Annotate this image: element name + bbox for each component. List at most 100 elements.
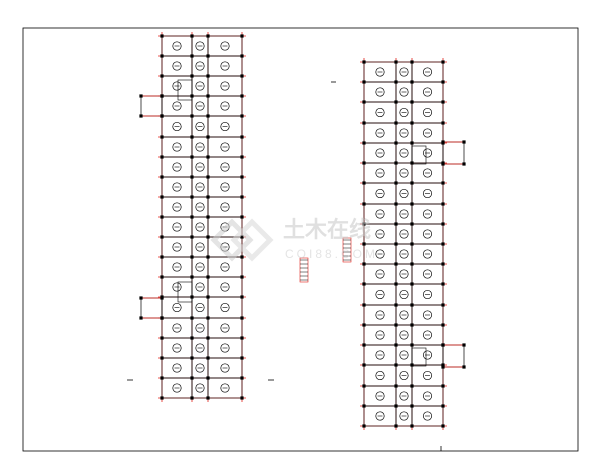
right-column bbox=[410, 303, 414, 307]
right-column bbox=[441, 222, 445, 226]
left-column bbox=[190, 275, 194, 279]
left-column bbox=[160, 94, 164, 98]
right-column bbox=[362, 282, 366, 286]
left-column bbox=[190, 175, 194, 179]
left-column bbox=[160, 275, 164, 279]
left-column bbox=[240, 376, 244, 380]
left-column bbox=[206, 235, 210, 239]
left-column bbox=[160, 376, 164, 380]
right-stair-box bbox=[411, 145, 427, 165]
left-column bbox=[190, 215, 194, 219]
left-column bbox=[190, 316, 194, 320]
left-column bbox=[206, 376, 210, 380]
right-column bbox=[410, 282, 414, 286]
left-column bbox=[190, 195, 194, 199]
left-column bbox=[160, 34, 164, 38]
right-column bbox=[362, 323, 366, 327]
right-column bbox=[362, 262, 366, 266]
left-column bbox=[240, 34, 244, 38]
right-column bbox=[410, 384, 414, 388]
left-column bbox=[160, 356, 164, 360]
right-column bbox=[394, 161, 398, 165]
left-column bbox=[206, 74, 210, 78]
left-column bbox=[206, 275, 210, 279]
right-column bbox=[441, 282, 445, 286]
left-column bbox=[206, 255, 210, 259]
watermark-text: 土木在线 bbox=[283, 217, 371, 242]
left-room bbox=[207, 377, 243, 399]
left-column bbox=[206, 94, 210, 98]
right-column bbox=[441, 424, 445, 428]
right-column bbox=[410, 424, 414, 428]
right-column bbox=[394, 282, 398, 286]
left-column bbox=[160, 74, 164, 78]
right-column bbox=[362, 60, 366, 64]
left-column bbox=[160, 135, 164, 139]
left-column bbox=[240, 195, 244, 199]
left-column bbox=[240, 94, 244, 98]
right-column bbox=[462, 162, 466, 166]
watermark-logo-icon bbox=[210, 218, 274, 262]
left-column bbox=[160, 255, 164, 259]
right-column bbox=[441, 202, 445, 206]
right-column bbox=[462, 140, 466, 144]
right-column bbox=[394, 363, 398, 367]
left-column bbox=[139, 296, 143, 300]
right-column bbox=[362, 343, 366, 347]
left-column bbox=[139, 94, 143, 98]
right-column bbox=[394, 80, 398, 84]
left-column bbox=[160, 336, 164, 340]
left-column bbox=[206, 155, 210, 159]
left-column bbox=[240, 155, 244, 159]
right-column bbox=[362, 424, 366, 428]
left-column bbox=[160, 296, 164, 300]
left-column bbox=[206, 135, 210, 139]
right-column bbox=[362, 202, 366, 206]
right-column bbox=[394, 141, 398, 145]
left-column bbox=[240, 295, 244, 299]
right-column bbox=[394, 323, 398, 327]
right-column bbox=[394, 100, 398, 104]
watermark: 土木在线 COI88.COM bbox=[210, 217, 378, 262]
right-column bbox=[394, 343, 398, 347]
left-column bbox=[240, 275, 244, 279]
left-column bbox=[206, 54, 210, 58]
right-column bbox=[394, 262, 398, 266]
watermark-subtext: COI88.COM bbox=[285, 247, 378, 261]
right-column bbox=[462, 343, 466, 347]
left-column bbox=[190, 235, 194, 239]
right-room bbox=[411, 405, 444, 427]
right-column bbox=[394, 222, 398, 226]
left-column bbox=[160, 215, 164, 219]
right-column bbox=[441, 60, 445, 64]
left-column bbox=[240, 54, 244, 58]
left-column bbox=[206, 34, 210, 38]
left-column bbox=[190, 396, 194, 400]
left-column bbox=[160, 195, 164, 199]
right-column bbox=[441, 365, 445, 369]
left-column bbox=[206, 114, 210, 118]
right-column bbox=[362, 303, 366, 307]
left-column bbox=[240, 255, 244, 259]
right-column bbox=[410, 60, 414, 64]
left-column bbox=[240, 235, 244, 239]
left-column bbox=[160, 316, 164, 320]
left-column bbox=[240, 316, 244, 320]
left-column bbox=[139, 114, 143, 118]
left-column bbox=[240, 336, 244, 340]
detail-block bbox=[342, 237, 352, 263]
right-column bbox=[410, 202, 414, 206]
left-column bbox=[240, 396, 244, 400]
right-column bbox=[394, 303, 398, 307]
right-column bbox=[362, 242, 366, 246]
left-floor-plan bbox=[139, 32, 246, 402]
right-column bbox=[410, 141, 414, 145]
right-column bbox=[441, 384, 445, 388]
right-column bbox=[394, 384, 398, 388]
right-stair-box bbox=[411, 347, 427, 367]
left-column bbox=[206, 336, 210, 340]
right-column bbox=[410, 404, 414, 408]
left-column bbox=[190, 376, 194, 380]
left-column bbox=[160, 114, 164, 118]
